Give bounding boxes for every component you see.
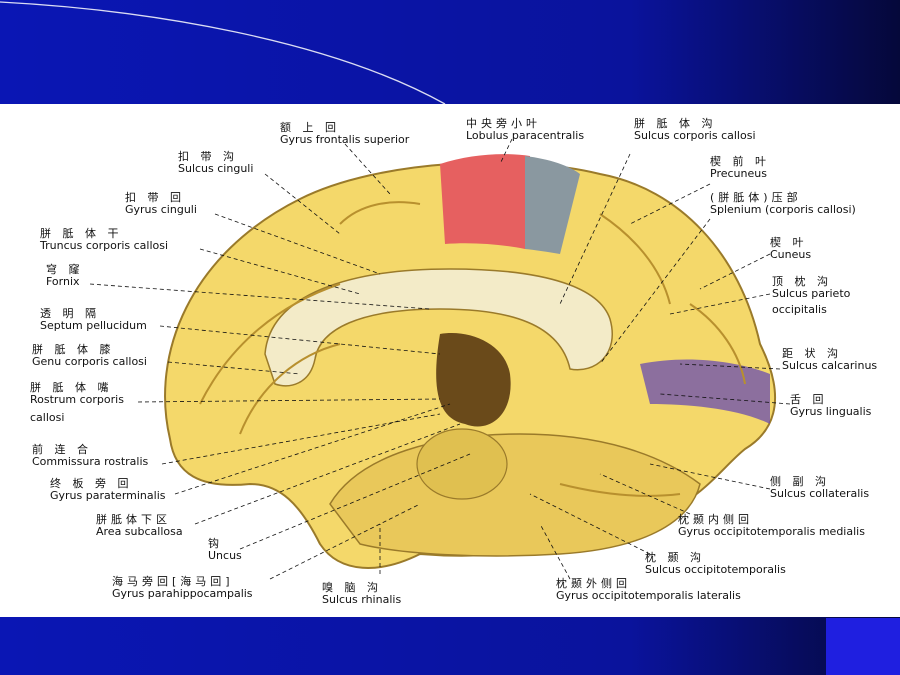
label-cuneus: 楔 叶 Cuneus (770, 236, 812, 261)
label-sulcus-cinguli: 扣 带 沟 Sulcus cinguli (178, 150, 254, 175)
label-gyrus-parahippocampalis: 海马旁回[海马回] Gyrus parahippocampalis (112, 575, 253, 600)
label-gyrus-paraterminalis: 终 板 旁 回 Gyrus paraterminalis (50, 477, 166, 502)
label-truncus: 胼 胝 体 干 Truncus corporis callosi (40, 227, 169, 252)
label-gyrus-frontalis-superior: 额 上 回 Gyrus frontalis superior (280, 121, 410, 146)
paracentral-grey (525, 156, 580, 254)
label-sulcus-calcarinus: 距 状 沟 Sulcus calcarinus (782, 347, 878, 372)
label-lobulus-paracentralis: 中央旁小叶 Lobulus paracentralis (466, 117, 585, 142)
label-septum: 透 明 隔 Septum pellucidum (40, 307, 147, 332)
label-sulcus-ot: 枕 颞 沟 Sulcus occipitotemporalis (645, 551, 786, 576)
label-precuneus: 楔 前 叶 Precuneus (710, 155, 770, 180)
label-fornix: 穹 窿 Fornix (46, 263, 84, 288)
brain-figure: 额 上 回 Gyrus frontalis superior 中央旁小叶 Lob… (0, 104, 900, 617)
label-gyrus-ot-medialis: 枕颞内侧回 Gyrus occipitotemporalis medialis (678, 513, 865, 538)
label-uncus: 钩 Uncus (208, 537, 242, 562)
label-gyrus-cinguli: 扣 带 回 Gyrus cinguli (125, 191, 197, 216)
label-gyrus-lingualis: 舌 回 Gyrus lingualis (790, 393, 872, 418)
corpus-callosum (264, 268, 613, 387)
label-splenium: (胼胝体)压部 Splenium (corporis callosi) (710, 191, 856, 216)
label-sulcus-rhinalis: 嗅 脑 沟 Sulcus rhinalis (322, 581, 402, 606)
label-rostrum: 胼 胝 体 嘴 Rostrum corporis callosi (30, 381, 124, 424)
uncus-bulge (416, 428, 508, 500)
label-genu: 胼 胝 体 膝 Genu corporis callosi (32, 343, 147, 368)
brain-illustration (89, 138, 791, 580)
label-sulcus-parieto-occipitalis: 顶 枕 沟 Sulcus parieto occipitalis (772, 275, 851, 316)
paracentral-red (440, 154, 530, 249)
label-commissura: 前 连 合 Commissura rostralis (32, 443, 149, 468)
label-gyrus-ot-lateralis: 枕颞外侧回 Gyrus occipitotemporalis lateralis (556, 577, 741, 602)
label-area-subcallosa: 胼胝体下区 Area subcallosa (96, 513, 183, 538)
label-sulcus-collateralis: 侧 副 沟 Sulcus collateralis (770, 475, 870, 500)
decorative-arc (0, 1, 446, 105)
calcarine-region (640, 359, 770, 424)
ventricle (436, 333, 511, 427)
label-sulcus-corporis-callosi: 胼 胝 体 沟 Sulcus corporis callosi (634, 117, 756, 142)
corner-accent-square (826, 618, 900, 675)
